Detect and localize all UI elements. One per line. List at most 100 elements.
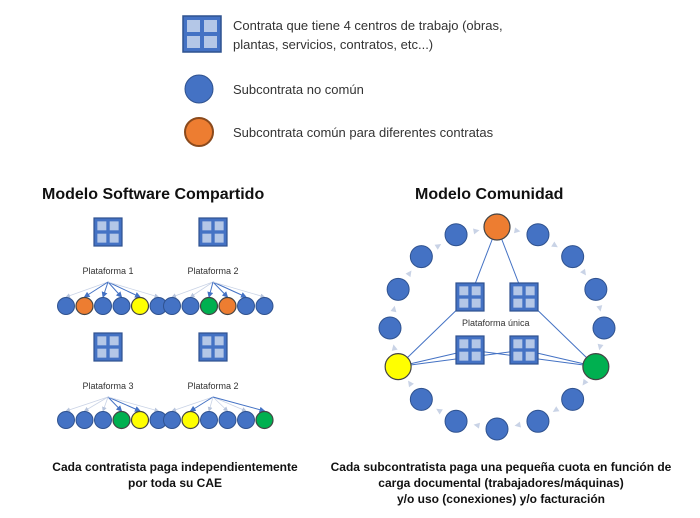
- left-caption-line2: por toda su CAE: [127, 476, 222, 490]
- blue-subcontrata-icon: [218, 411, 237, 429]
- connector-arrow: [107, 281, 160, 299]
- connector-arrow: [65, 281, 109, 298]
- contrata-building-icon: [455, 282, 485, 312]
- orange-subcontrata-icon: [75, 296, 94, 316]
- contrata-building-icon: [455, 335, 485, 365]
- ring-arrow: [596, 305, 603, 312]
- legend-contrata-line1: Contrata que tiene 4 centros de trabajo …: [233, 18, 503, 33]
- ring-arrow: [473, 422, 481, 429]
- ring-arrow: [390, 305, 397, 313]
- contrata-building-icon: [509, 335, 539, 365]
- left-caption: Cada contratista paga independientemente…: [20, 459, 330, 491]
- blue-subcontrata-icon: [57, 297, 75, 315]
- blue-subcontrata-icon: [94, 297, 112, 315]
- right-caption: Cada subcontratista paga una pequeña cuo…: [320, 459, 682, 507]
- platform-label: Plataforma 2: [187, 266, 238, 276]
- right-model-diagram: [378, 213, 616, 441]
- right-caption-line3: y/o uso (conexiones) y/o facturación: [396, 492, 606, 506]
- connector-arrow: [171, 396, 214, 412]
- blue-subcontrata-icon: [200, 411, 218, 429]
- blue-subcontrata-icon: [75, 411, 94, 429]
- platform-unica-label: Plataforma única: [462, 318, 530, 328]
- blue-subcontrata-icon: [584, 277, 608, 301]
- blue-subcontrata-icon: [163, 411, 181, 429]
- ring-arrow: [405, 270, 412, 278]
- connector-arrow: [212, 396, 229, 412]
- blue-subcontrata-icon: [94, 411, 112, 429]
- connector-arrow: [101, 281, 109, 298]
- connector-arrow: [212, 281, 229, 298]
- platform-group: Plataforma 2: [163, 217, 274, 316]
- connector-arrow: [189, 281, 214, 298]
- left-model-title: Modelo Software Compartido: [42, 186, 265, 203]
- yellow-subcontrata-icon: [130, 296, 150, 316]
- blue-subcontrata-icon: [409, 387, 433, 411]
- connector-arrow: [107, 396, 160, 413]
- platform-group: Plataforma 1: [57, 217, 168, 316]
- connector-arrow: [189, 396, 214, 412]
- yellow-subcontrata-icon: [181, 410, 200, 430]
- blue-subcontrata-icon: [237, 411, 255, 429]
- green-subcontrata-icon: [582, 353, 610, 381]
- blue-subcontrata-icon: [561, 387, 585, 411]
- platform-group: Plataforma 2: [163, 332, 274, 430]
- blue-subcontrata-icon: [592, 316, 616, 340]
- green-subcontrata-icon: [255, 410, 274, 430]
- left-model-diagram: Plataforma 1 Plataforma 2 Plataforma 3 Plat…: [57, 217, 274, 430]
- blue-subcontrata-icon: [409, 245, 433, 269]
- connector-arrow: [107, 396, 123, 412]
- yellow-subcontrata-icon: [130, 410, 150, 430]
- blue-subcontrata-icon: [444, 409, 468, 433]
- connector-arrow: [83, 281, 109, 298]
- blue-subcontrata-icon: [386, 277, 410, 301]
- connector-arrow: [107, 396, 141, 412]
- legend-contrata-text: Contrata que tiene 4 centros de trabajo …: [233, 16, 503, 54]
- legend-comun-text: Subcontrata común para diferentes contra…: [233, 125, 494, 140]
- contrata-building-icon: [198, 332, 228, 362]
- blue-subcontrata-icon: [57, 411, 75, 429]
- blue-subcontrata-icon: [561, 245, 585, 269]
- blue-circle-icon: [184, 74, 214, 104]
- ring-arrow: [391, 344, 398, 351]
- platform-label: Plataforma 1: [82, 266, 133, 276]
- blue-subcontrata-icon: [112, 297, 131, 315]
- green-subcontrata-icon: [199, 296, 219, 316]
- connector-arrow: [83, 396, 109, 412]
- connector-arrow: [102, 396, 109, 412]
- right-caption-line2: carga documental (trabajadores/máquinas): [378, 476, 624, 490]
- ring-arrow: [580, 268, 586, 276]
- ring-arrow: [597, 343, 604, 351]
- platform-label: Plataforma 3: [82, 381, 133, 391]
- connector-arrow: [212, 396, 247, 412]
- connector-arrow: [107, 281, 141, 298]
- right-caption-line1: Cada subcontratista paga una pequeña cuo…: [330, 460, 672, 474]
- building-icon: [182, 15, 222, 53]
- contrata-building-icon: [198, 217, 228, 247]
- contrata-building-icon: [93, 217, 123, 247]
- blue-subcontrata-icon: [444, 223, 468, 247]
- legend-no-comun-text: Subcontrata no común: [233, 82, 364, 97]
- blue-subcontrata-icon: [255, 297, 274, 315]
- ring-arrow: [408, 380, 414, 388]
- right-model-title: Modelo Comunidad: [415, 186, 564, 203]
- ring-arrow: [582, 378, 589, 386]
- ring-arrow: [434, 244, 442, 250]
- contrata-building-icon: [509, 282, 539, 312]
- connector-arrow: [212, 281, 266, 299]
- ring-arrow: [513, 227, 521, 234]
- blue-subcontrata-icon: [237, 297, 255, 315]
- connector-arrow: [171, 281, 214, 298]
- yellow-subcontrata-icon: [384, 353, 412, 381]
- connector-arrow: [212, 281, 247, 298]
- platform-group: Plataforma 3: [57, 332, 168, 430]
- blue-subcontrata-icon: [181, 297, 200, 315]
- ring-arrow: [436, 408, 443, 415]
- contrata-building-icon: [93, 332, 123, 362]
- green-subcontrata-icon: [112, 410, 131, 430]
- platform-label: Plataforma 2: [187, 381, 238, 391]
- blue-subcontrata-icon: [485, 417, 509, 441]
- orange-circle-icon: [184, 117, 214, 147]
- ring-arrow: [551, 241, 558, 248]
